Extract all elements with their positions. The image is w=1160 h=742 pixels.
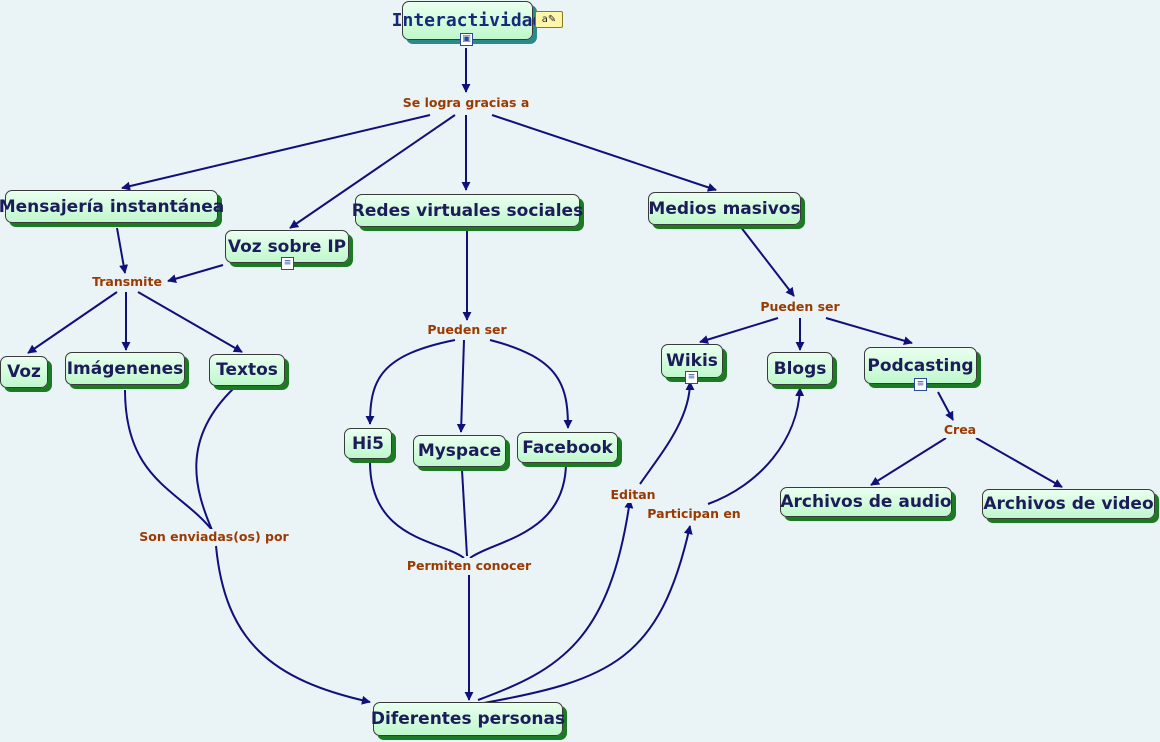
concept-textos[interactable]: Textos [209,354,285,386]
link-myspace-permiten [461,469,468,557]
link-transmite-voz [27,291,118,354]
document-resource-icon[interactable]: ≡ [914,378,927,391]
concept-label: Podcasting [867,355,974,376]
link-personas-editan [477,499,634,701]
linking-phrase-pueden-ser-redes[interactable]: Pueden ser [424,322,510,338]
link-textos-son-enviadas [195,387,235,531]
concept-redes-virtuales-sociales[interactable]: Redes virtuales sociales [351,194,584,227]
linking-phrase-permiten-conocer[interactable]: Permiten conocer [403,558,535,574]
link-personas-participan [483,525,693,704]
link-transmite-textos [137,291,243,353]
concept-archivos-de-audio[interactable]: Archivos de audio [780,487,952,517]
link-medios-pueden-ser [739,225,795,297]
link-pueden-ser-myspace [456,339,466,433]
link-podcasting-crea [937,391,954,421]
concept-label: Archivos de video [983,494,1154,514]
link-se-logra-medios [491,114,717,192]
concept-label: Textos [216,360,278,380]
annotation-note-icon[interactable]: a✎ [535,11,563,28]
concept-mensajeria-instantanea[interactable]: Mensajería instantánea [0,190,224,223]
linking-phrase-se-logra[interactable]: Se logra gracias a [399,95,533,111]
concept-label: Wikis [666,351,718,371]
link-pueden-ser-podcasting [825,317,913,346]
concept-diferentes-personas[interactable]: Diferentes personas [370,702,566,736]
link-voz-ip-transmite [167,264,224,284]
concept-label: Myspace [417,441,502,461]
link-pueden-ser-facebook [489,339,573,429]
linking-phrase-transmite[interactable]: Transmite [89,274,165,290]
concept-medios-masivos[interactable]: Medios masivos [648,192,801,225]
concept-label: Medios masivos [648,198,801,219]
concept-archivos-de-video[interactable]: Archivos de video [982,489,1155,519]
concept-label: Hi5 [352,433,384,454]
concept-label: Interactividad [391,10,544,31]
link-pueden-ser-wikis [699,317,779,344]
concept-voz[interactable]: Voz [0,356,48,388]
concept-facebook[interactable]: Facebook [517,432,618,463]
concept-label: Facebook [522,437,613,458]
link-crea-audio [870,437,947,486]
link-mensajeria-transmite [116,227,129,274]
linking-phrase-son-enviadas[interactable]: Son enviadas(os) por [136,529,292,545]
link-hi5-permiten [369,461,465,559]
concept-imagenes[interactable]: Imágenenes [65,352,185,385]
concept-hi5[interactable]: Hi5 [344,428,392,459]
link-pueden-ser-hi5 [365,339,456,425]
concept-blogs[interactable]: Blogs [767,352,833,385]
link-se-logra-voz-ip [289,114,456,229]
concept-label: Blogs [773,358,827,379]
link-imagenes-son-enviadas [124,389,213,531]
link-se-logra-mensajeria [121,114,431,191]
link-participan-blogs [707,387,805,505]
link-facebook-permiten [469,461,567,559]
concept-label: Voz sobre IP [227,236,347,257]
document-resource-icon[interactable]: ≡ [685,371,698,384]
concept-label: Imágenenes [66,358,184,379]
concept-label: Archivos de audio [780,492,952,512]
image-resource-icon[interactable]: ▣ [460,33,473,46]
concept-myspace[interactable]: Myspace [413,435,506,467]
concept-label: Mensajería instantánea [0,196,225,217]
concept-label: Redes virtuales sociales [351,200,584,221]
concept-voz-sobre-ip[interactable]: Voz sobre IP [225,230,349,263]
link-editan-wikis [639,381,695,485]
linking-phrase-editan[interactable]: Editan [607,487,659,503]
concept-interactividad[interactable]: Interactividad [392,1,543,40]
linking-phrase-crea[interactable]: Crea [940,422,980,438]
linking-phrase-pueden-ser-medios[interactable]: Pueden ser [757,299,843,315]
link-crea-video [975,437,1063,488]
link-son-enviadas-personas [215,545,371,705]
document-resource-icon[interactable]: ≡ [281,257,294,270]
linking-phrase-participan-en[interactable]: Participan en [644,506,744,522]
concept-label: Voz [7,362,41,382]
concept-label: Diferentes personas [370,709,566,729]
concept-podcasting[interactable]: Podcasting [864,347,977,384]
